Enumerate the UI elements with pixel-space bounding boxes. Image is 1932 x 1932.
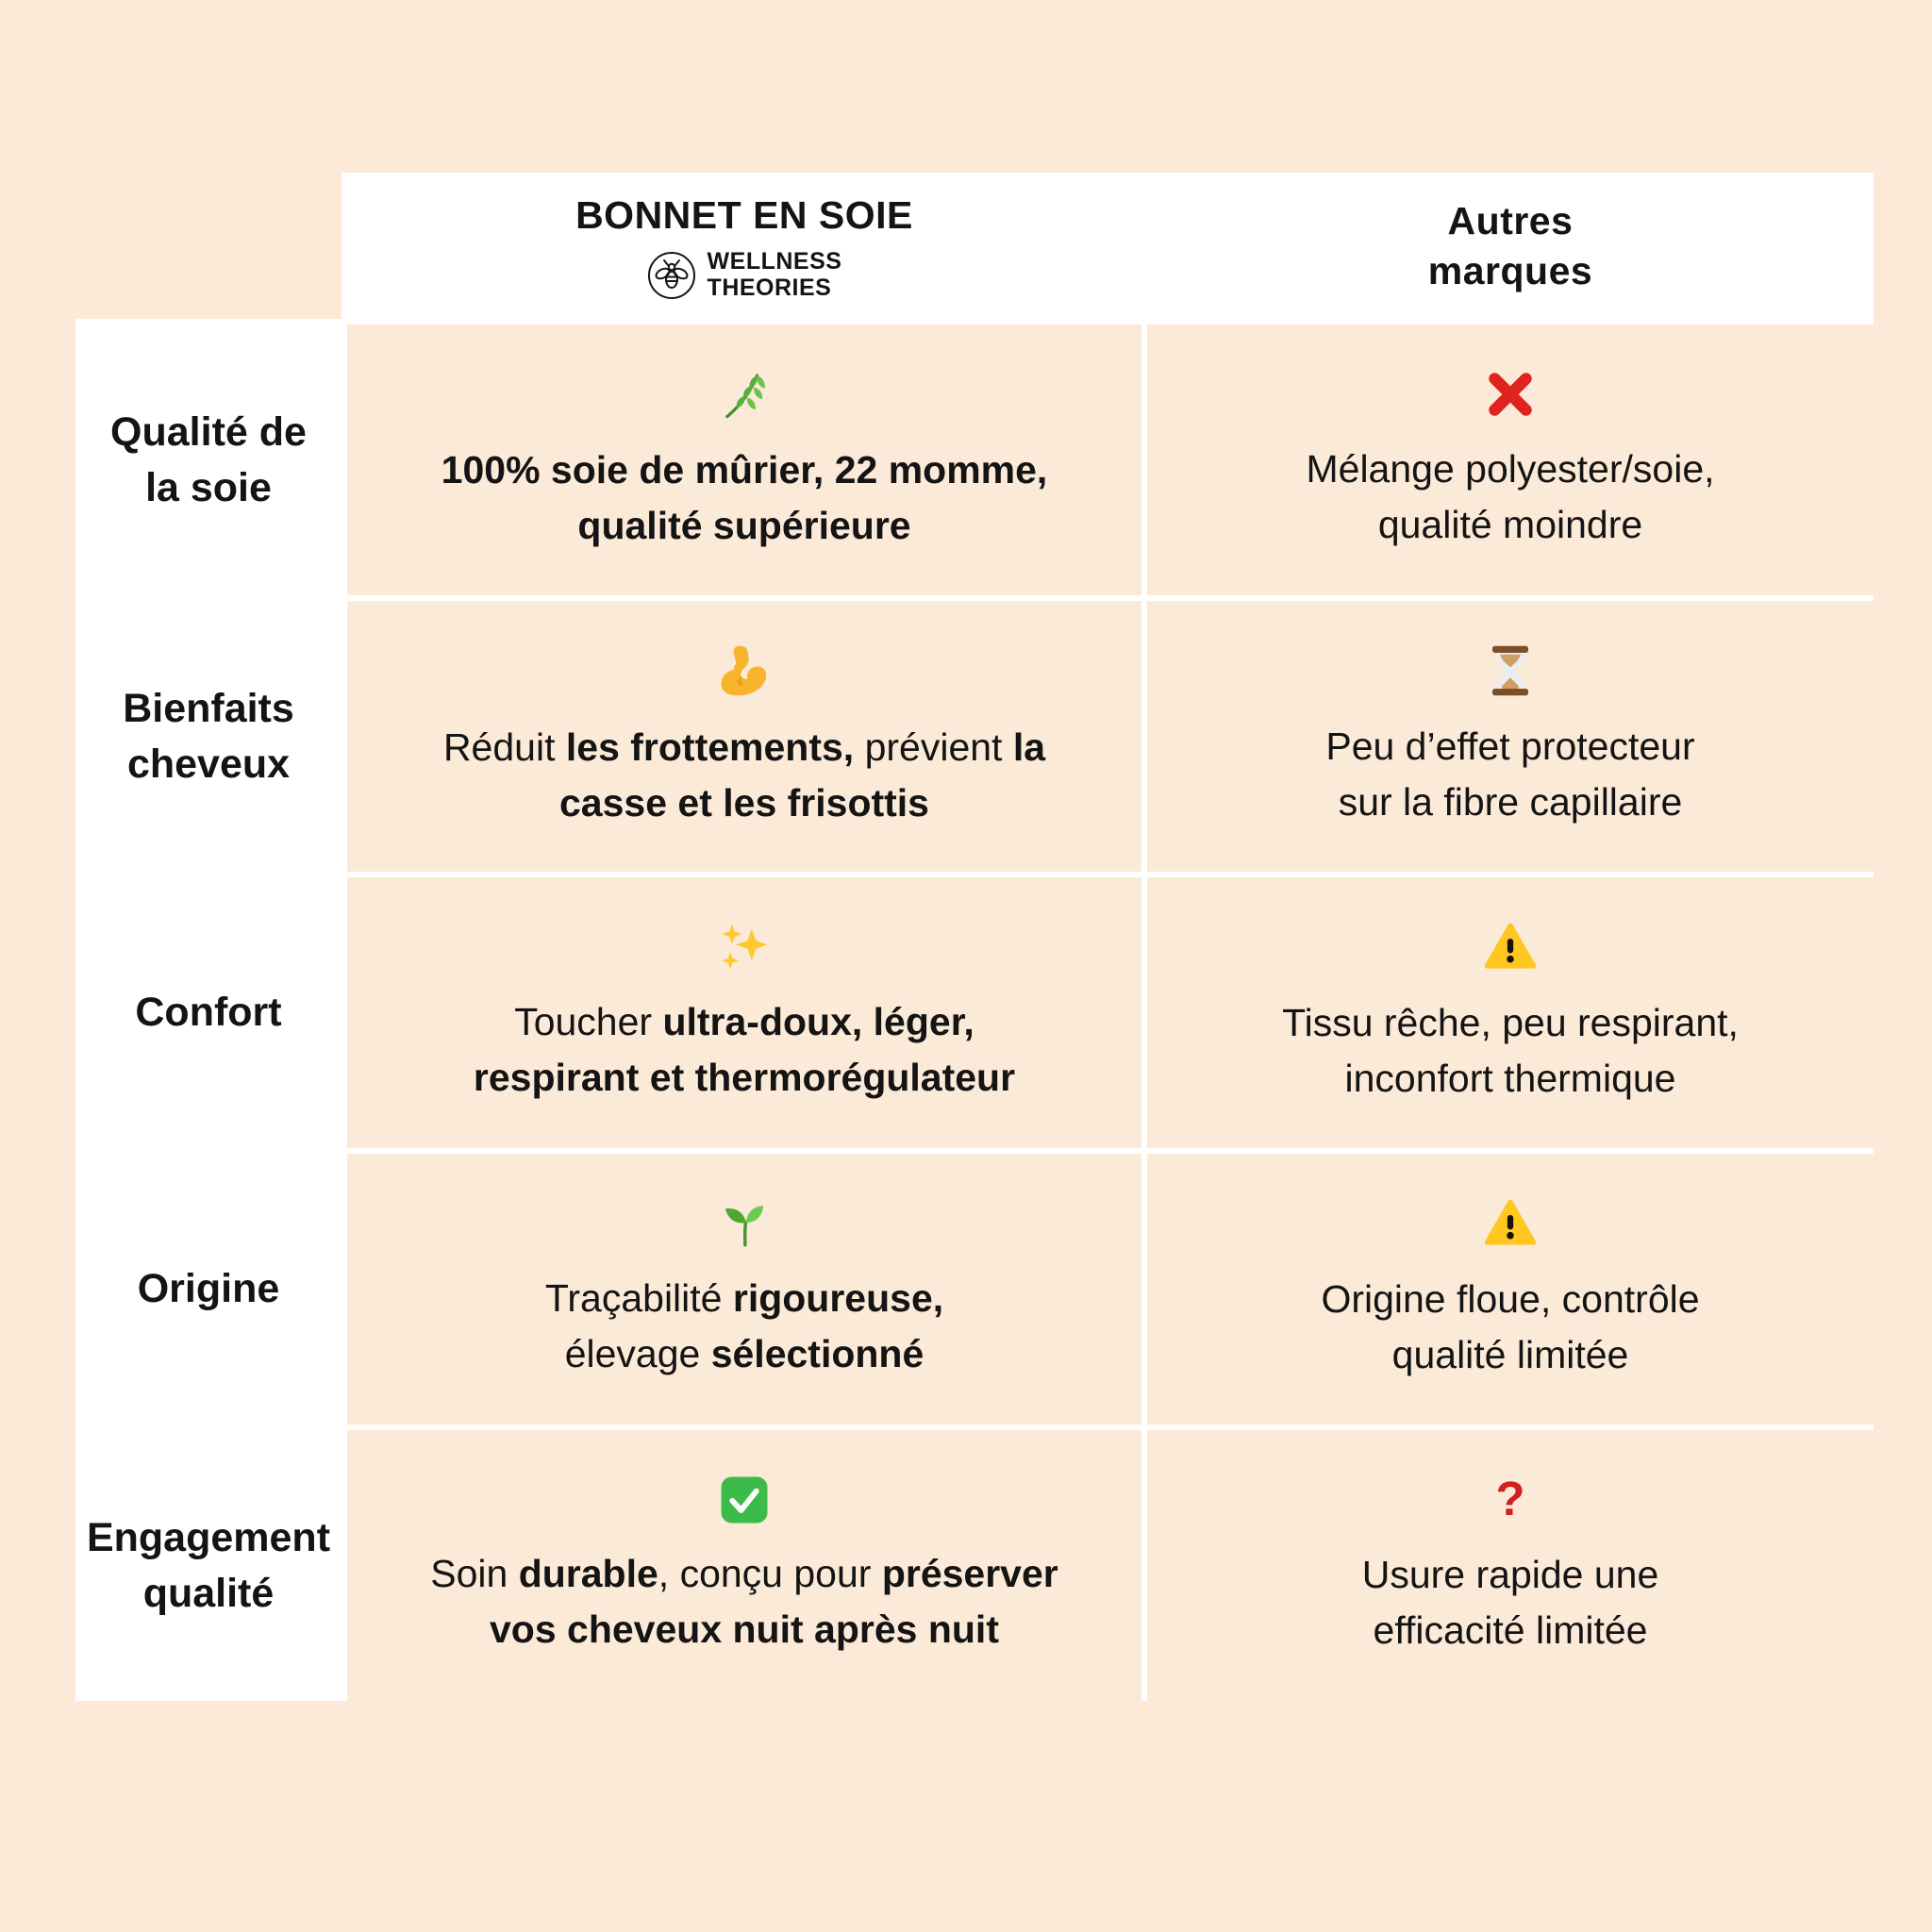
product-cell-qualite-soie: 100% soie de mûrier, 22 momme, qualité s…	[347, 325, 1141, 595]
others-cell-text: Mélange polyester/soie, qualité moindre	[1306, 447, 1715, 546]
others-cell-text: Origine floue, contrôle qualité limitée	[1321, 1277, 1700, 1376]
product-cell-text: Traçabilité rigoureuse, élevage sélectio…	[544, 1276, 944, 1375]
biceps-icon	[716, 642, 773, 699]
others-cell-origine: Origine floue, contrôle qualité limitée	[1147, 1154, 1874, 1424]
others-cell-confort: Tissu rêche, peu respirant, inconfort th…	[1147, 877, 1874, 1148]
sparkles-icon	[718, 921, 771, 974]
row-label-engagement-qualite: Engagement qualité	[75, 1430, 341, 1701]
row-label-bienfaits-cheveux: Bienfaits cheveux	[75, 601, 341, 872]
svg-text:?: ?	[1495, 1474, 1524, 1525]
check-icon	[719, 1474, 770, 1525]
product-cell-text: Réduit les frottements, prévient la cass…	[442, 725, 1046, 824]
seedling-icon	[718, 1197, 771, 1250]
others-cell-engagement: ? Usure rapide une efficacité limitée	[1147, 1430, 1874, 1701]
herb-icon	[717, 367, 772, 422]
question-icon: ?	[1484, 1474, 1537, 1526]
others-cell-text: Peu d’effet protecteur sur la fibre capi…	[1325, 724, 1695, 824]
row-label-qualite-soie: Qualité de la soie	[75, 325, 341, 595]
others-cell-bienfaits: Peu d’effet protecteur sur la fibre capi…	[1147, 601, 1874, 872]
comparison-table: BONNET EN SOIE WELLNESS THEORIES Autres …	[75, 173, 1874, 1701]
product-column-title: BONNET EN SOIE	[575, 192, 913, 237]
others-cell-qualite-soie: Mélange polyester/soie, qualité moindre	[1147, 325, 1874, 595]
product-cell-text: Soin durable, conçu pour préserver vos c…	[430, 1552, 1058, 1651]
product-cell-engagement: Soin durable, conçu pour préserver vos c…	[347, 1430, 1141, 1701]
product-cell-origine: Traçabilité rigoureuse, élevage sélectio…	[347, 1154, 1141, 1424]
row-label-origine: Origine	[75, 1154, 341, 1424]
product-cell-text: 100% soie de mûrier, 22 momme, qualité s…	[441, 448, 1048, 547]
brand-logo: WELLNESS THEORIES	[647, 248, 842, 301]
product-cell-bienfaits: Réduit les frottements, prévient la cass…	[347, 601, 1141, 872]
product-cell-text: Toucher ultra-doux, léger, respirant et …	[473, 1000, 1016, 1099]
bee-logo-icon	[647, 251, 696, 300]
others-cell-text: Usure rapide une efficacité limitée	[1361, 1553, 1659, 1652]
corner-spacer	[75, 173, 341, 319]
product-cell-confort: Toucher ultra-doux, léger, respirant et …	[347, 877, 1141, 1148]
brand-name: WELLNESS THEORIES	[707, 248, 842, 301]
warning-icon	[1483, 920, 1538, 974]
hourglass-icon	[1483, 643, 1538, 698]
others-cell-text: Tissu rêche, peu respirant, inconfort th…	[1282, 1001, 1739, 1100]
warning-icon	[1483, 1196, 1538, 1251]
row-label-confort: Confort	[75, 877, 341, 1148]
column-header-product: BONNET EN SOIE WELLNESS THEORIES	[347, 173, 1141, 319]
column-header-others: Autres marques	[1147, 173, 1874, 319]
cross-icon	[1484, 368, 1537, 421]
others-column-title: Autres marques	[1427, 199, 1593, 292]
